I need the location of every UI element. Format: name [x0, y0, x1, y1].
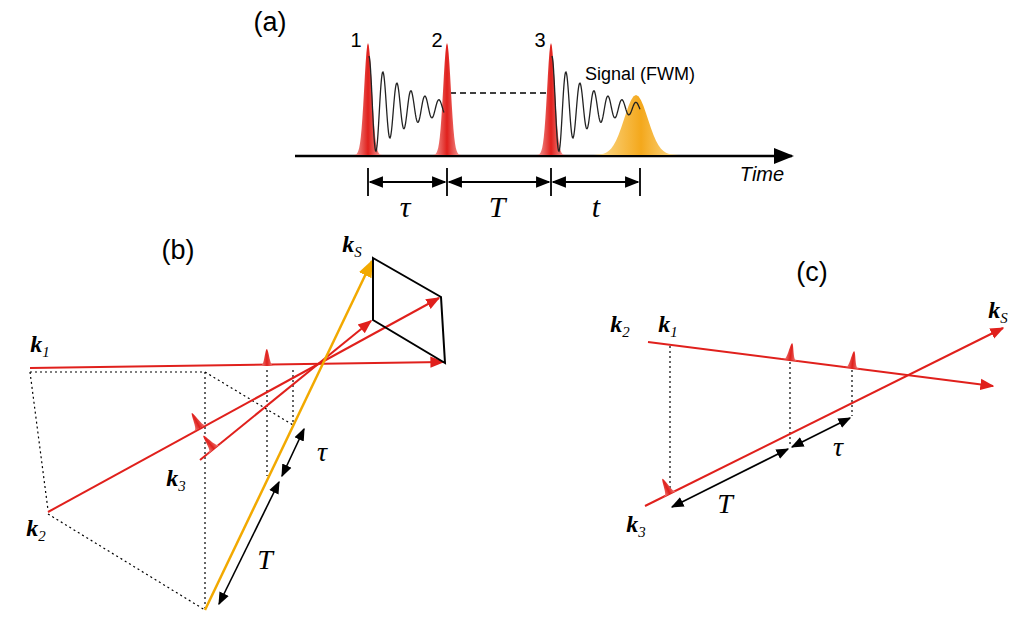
light-pulse	[843, 350, 863, 369]
light-pulse	[535, 43, 567, 155]
time-variable: t	[592, 192, 600, 222]
wave-vector: k2	[26, 516, 45, 544]
light-pulse	[352, 43, 384, 155]
panel-label: 1	[350, 30, 361, 50]
beam-geometry-b	[30, 258, 445, 610]
light-pulse	[196, 430, 221, 455]
axis-label: Time	[740, 164, 784, 184]
time-variable: τ	[400, 192, 411, 222]
wave-vector: k3	[166, 466, 185, 494]
wave-vector: k1	[30, 332, 49, 360]
polarization-decay	[369, 56, 444, 151]
time-variable: T	[717, 490, 733, 518]
light-pulse	[258, 349, 276, 366]
wave-vector: k3	[626, 512, 645, 540]
panel-label: 3	[534, 30, 545, 50]
light-pulse	[586, 95, 686, 155]
panel-label: (c)	[796, 259, 827, 286]
wave-vector: kS	[342, 232, 361, 260]
light-pulse	[654, 475, 678, 498]
panel-label: 2	[431, 30, 442, 50]
panel-label: Signal (FWM)	[585, 65, 695, 83]
beam-geometry-c	[645, 328, 1003, 507]
time-variable: τ	[833, 433, 843, 461]
time-variable: τ	[317, 438, 327, 466]
wave-vector: k1	[658, 312, 677, 340]
wave-vector: kS	[988, 298, 1007, 326]
panel-label: (b)	[162, 237, 195, 264]
light-pulse	[781, 342, 801, 361]
light-pulse	[184, 409, 208, 433]
panel-label: (a)	[254, 9, 287, 36]
light-pulse	[431, 43, 463, 155]
time-variable: T	[257, 546, 273, 574]
wave-vector: k2	[610, 312, 629, 340]
time-variable: T	[489, 192, 506, 222]
